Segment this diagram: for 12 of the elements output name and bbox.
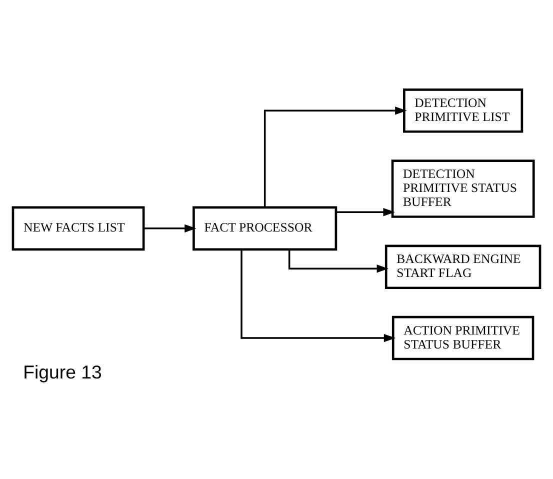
arrow — [288, 249, 388, 273]
arrow — [240, 250, 396, 342]
node-box: FACT PROCESSOR — [192, 206, 338, 251]
arrow — [144, 224, 196, 233]
caption: Figure 13 — [23, 362, 102, 383]
node-box: DETECTION PRIMITIVE STATUS BUFFER — [391, 160, 535, 218]
arrow — [336, 208, 395, 216]
node-box: BACKWARD ENGINE START FLAG — [384, 244, 542, 290]
node-box: DETECTION PRIMITIVE LIST — [403, 88, 524, 133]
node-box: ACTION PRIMITIVE STATUS BUFFER — [392, 316, 534, 360]
arrow — [264, 106, 407, 208]
node-box: NEW FACTS LIST — [12, 206, 145, 251]
